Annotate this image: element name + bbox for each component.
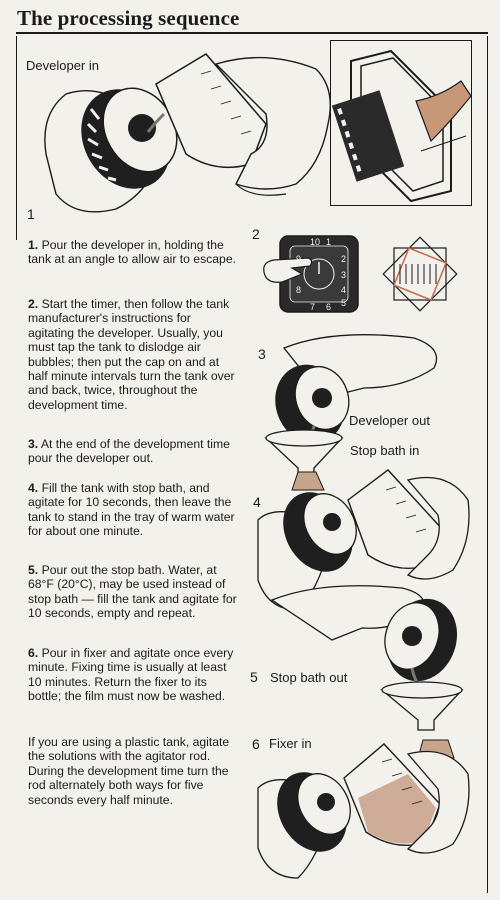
timer-number-7: 7	[310, 302, 316, 312]
stop-bath-in-illustration	[257, 469, 470, 611]
film-reel-inset	[330, 40, 472, 206]
page-title: The processing sequence	[17, 6, 240, 30]
step-5-text: Pour out the stop bath. Water, at 68°F (…	[28, 563, 237, 621]
figure-number-2: 2	[252, 226, 260, 242]
figure-number-4: 4	[253, 494, 261, 510]
step-1-text: Pour the developer in, holding the tank …	[28, 238, 236, 267]
tank-inversion-illustration	[382, 236, 458, 312]
figure-number-5: 5	[250, 669, 258, 685]
film-reel-detail-illustration	[331, 49, 472, 203]
timer-number-10: 10	[310, 237, 321, 247]
step-2-number: 2.	[28, 297, 39, 311]
figure-number-1: 1	[27, 206, 35, 222]
timer-number-3: 3	[341, 270, 347, 280]
figure-number-6: 6	[252, 736, 260, 752]
developer-in-illustration	[44, 53, 331, 213]
step-5: 5. Pour out the stop bath. Water, at 68°…	[28, 563, 240, 621]
plastic-tank-note: If you are using a plastic tank, agitate…	[28, 735, 230, 807]
step-2: 2. Start the timer, then follow the tank…	[28, 297, 240, 412]
label-stop-bath-out: Stop bath out	[270, 670, 348, 685]
figure-1-frame	[16, 36, 488, 228]
right-border	[487, 228, 489, 893]
step-4-text: Fill the tank with stop bath, and agitat…	[28, 481, 235, 539]
timer-number-9: 9	[296, 254, 302, 264]
timer-number-4: 4	[341, 285, 347, 295]
fixer-in-illustration	[257, 739, 470, 879]
label-fixer-in: Fixer in	[269, 736, 312, 751]
step-1-number: 1.	[28, 238, 39, 252]
label-developer-in: Developer in	[26, 58, 99, 73]
label-stop-bath-in: Stop bath in	[350, 443, 420, 458]
step-5-number: 5.	[28, 563, 39, 577]
step-4: 4. Fill the tank with stop bath, and agi…	[28, 481, 240, 539]
step-2-text: Start the timer, then follow the tank ma…	[28, 297, 235, 412]
left-border-stub	[16, 228, 18, 240]
step-6-number: 6.	[28, 646, 39, 660]
step-1: 1. Pour the developer in, holding the ta…	[28, 238, 240, 267]
step-6-text: Pour in fixer and agitate once every min…	[28, 646, 234, 704]
step-3-number: 3.	[28, 437, 39, 451]
timer-number-2: 2	[341, 254, 347, 264]
label-developer-out: Developer out	[349, 413, 430, 428]
timer-number-5: 5	[341, 298, 347, 308]
developer-out-illustration	[264, 334, 438, 479]
timer-number-6: 6	[326, 302, 332, 312]
stop-bath-out-illustration	[270, 585, 464, 731]
timer-number-1: 1	[326, 237, 332, 247]
title-rule	[16, 32, 488, 34]
step-3-text: At the end of the development time pour …	[28, 437, 230, 466]
step-3: 3. At the end of the development time po…	[28, 437, 240, 466]
timer-number-8: 8	[296, 285, 302, 295]
step-6: 6. Pour in fixer and agitate once every …	[28, 646, 240, 704]
figure-number-3: 3	[258, 346, 266, 362]
step-4-number: 4.	[28, 481, 39, 495]
timer-illustration	[263, 235, 359, 313]
